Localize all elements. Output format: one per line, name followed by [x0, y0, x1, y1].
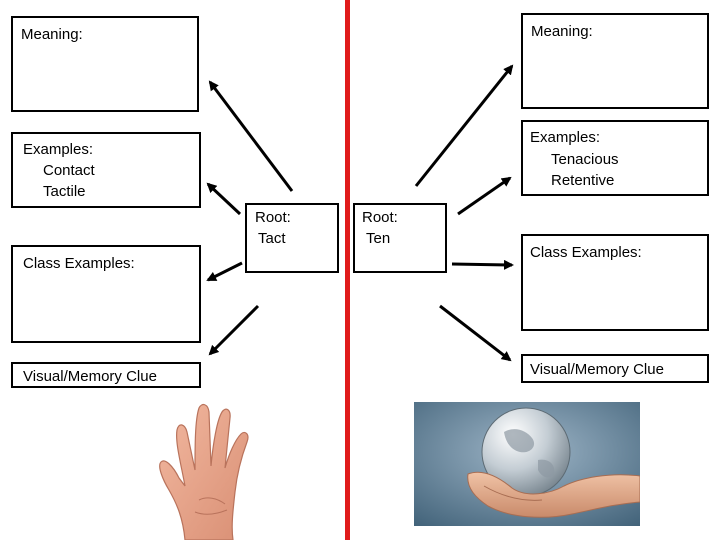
left-example-item: Tactile [43, 183, 86, 200]
arrow-to-right-visual [439, 304, 512, 362]
left-root-label: Root: [255, 209, 291, 226]
left-class-examples-box: Class Examples: [11, 245, 201, 343]
arrow-to-right-meaning [414, 64, 514, 187]
right-examples-label: Examples: [530, 129, 601, 146]
left-example-item: Contact [43, 162, 95, 179]
right-example-item: Retentive [551, 172, 615, 189]
right-visual-clue-label: Visual/Memory Clue [530, 361, 664, 378]
right-root-label: Root: [362, 209, 398, 226]
right-example-item: Tenacious [551, 151, 619, 168]
left-examples-label: Examples: [23, 141, 94, 158]
left-meaning-label: Meaning: [21, 26, 83, 43]
right-examples-box: Examples: Tenacious Retentive [521, 120, 709, 196]
left-visual-clue-label: Visual/Memory Clue [23, 368, 157, 385]
arrow-to-left-examples [206, 182, 242, 216]
right-meaning-box: Meaning: [521, 13, 709, 109]
arrow-to-left-class-examples [206, 261, 243, 282]
arrow-to-right-examples [457, 176, 512, 216]
arrow-to-right-class-examples [451, 259, 514, 270]
globe-in-hands-icon [414, 402, 640, 526]
right-class-examples-box: Class Examples: [521, 234, 709, 331]
center-divider [345, 0, 350, 540]
right-root-value: Ten [366, 230, 391, 247]
left-root-box: Root: Tact [245, 203, 339, 273]
arrow-to-left-meaning [208, 80, 294, 192]
right-class-examples-label: Class Examples: [530, 244, 642, 261]
hand-icon [159, 403, 249, 540]
left-class-examples-label: Class Examples: [23, 255, 135, 272]
arrow-to-left-visual [208, 304, 260, 356]
left-meaning-box: Meaning: [11, 16, 199, 112]
right-meaning-label: Meaning: [531, 23, 593, 40]
left-root-value: Tact [258, 230, 286, 247]
right-visual-clue-box: Visual/Memory Clue [521, 354, 709, 383]
left-visual-clue-box: Visual/Memory Clue [11, 362, 201, 388]
left-examples-box: Examples: Contact Tactile [11, 132, 201, 208]
right-root-box: Root: Ten [353, 203, 447, 273]
